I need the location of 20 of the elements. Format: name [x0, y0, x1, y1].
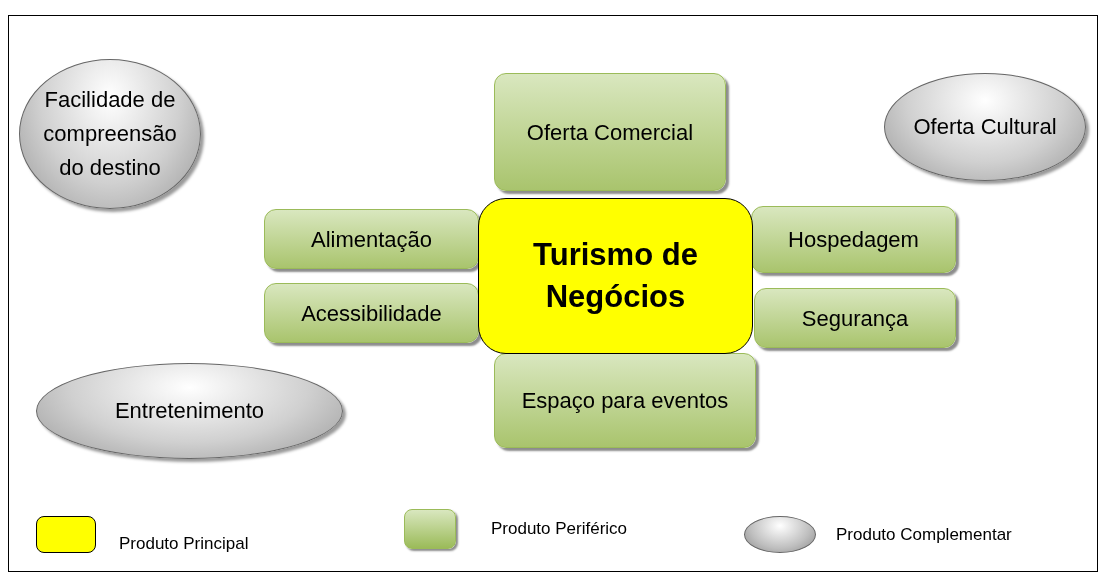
peripheral-product-box [264, 283, 479, 343]
peripheral-product-box [494, 353, 756, 448]
node-label: Hospedagem [788, 226, 919, 254]
main-product-box [478, 198, 753, 354]
peripheral-product-box [494, 73, 726, 191]
node-label: Turismo de Negócios [532, 236, 699, 316]
node-label: Oferta Comercial [526, 118, 694, 147]
peripheral-product-box [264, 209, 479, 269]
peripheral-product-box [754, 288, 956, 348]
node-label: Espaço para eventos [521, 387, 729, 415]
node-label: Alimentação [310, 225, 433, 254]
peripheral-product-box [751, 206, 956, 273]
legend-label: Produto Complementar [836, 524, 1012, 545]
node-label: Entretenimento [114, 396, 265, 425]
node-label: Segurança [801, 304, 909, 333]
node-label: Acessibilidade [301, 299, 442, 328]
node-label: Oferta Cultural [913, 112, 1057, 141]
node-label: Facilidade de compreensão do destino [42, 85, 178, 183]
legend-label: Produto Periférico [491, 519, 628, 539]
legend-label: Produto Principal [119, 534, 249, 554]
